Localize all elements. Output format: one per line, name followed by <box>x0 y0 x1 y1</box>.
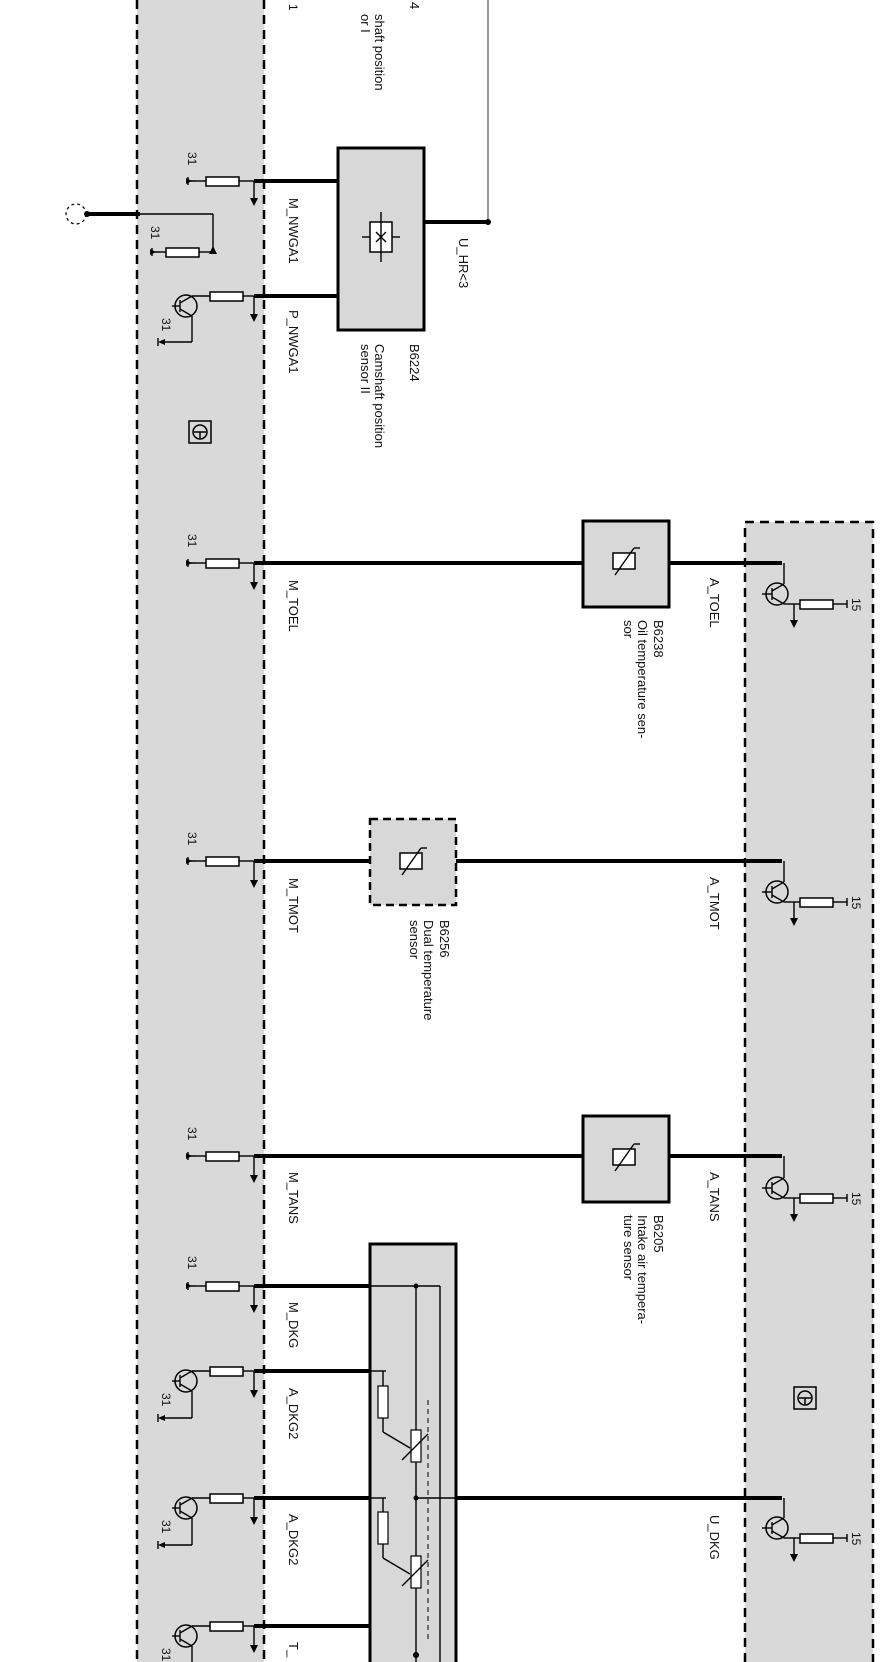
terminal-31-t-partial: 31 <box>159 1648 173 1662</box>
terminal-15-tmot: 15 <box>849 896 863 910</box>
ground-stub-m-nwga1 <box>186 176 258 206</box>
component-desc-b6205-1: Intake air tempera- <box>635 1215 650 1324</box>
terminal-15-u-dkg: 15 <box>849 1532 863 1546</box>
terminal-31-m-dkg: 31 <box>185 1256 199 1270</box>
terminal-15-tans: 15 <box>849 1192 863 1206</box>
signal-label-a-dkg2-second: A_DKG2 <box>286 1514 301 1565</box>
signal-label-a-toel: A_TOEL <box>707 578 722 628</box>
terminal-31-m-toel: 31 <box>185 534 199 548</box>
signal-label-a-dkg2-first: A_DKG2 <box>286 1388 301 1439</box>
component-b6224 <box>336 146 426 332</box>
signal-label-p-nwga1: P_NWGA1 <box>286 310 301 374</box>
component-id-b6256: B6256 <box>437 920 452 958</box>
left-control-unit-zone <box>135 0 266 1662</box>
signal-label-m-toel: M_TOEL <box>286 580 301 632</box>
top-component-desc-1: shaft position <box>372 14 387 91</box>
terminal-31-a-dkg2-second: 31 <box>159 1520 173 1534</box>
component-desc-b6256-2: sensor <box>407 920 422 960</box>
top-component-id: 4 <box>407 2 422 9</box>
terminal-31-m-tans: 31 <box>185 1127 199 1141</box>
component-desc-b6238-2: sor <box>621 620 636 639</box>
transistor-a-tans <box>762 1156 848 1222</box>
signal-label-u-dkg: U_DKG <box>707 1515 722 1560</box>
component-id-b6238: B6238 <box>651 620 666 658</box>
transistor-p-nwga1 <box>157 291 258 346</box>
terminal-15-toel: 15 <box>849 598 863 612</box>
transistor-a-dkg2-second <box>157 1493 258 1549</box>
component-dkg <box>368 1242 458 1662</box>
signal-label-m-dkg: M_DKG <box>286 1302 301 1348</box>
signal-label-t-partial: T_ <box>286 1642 301 1658</box>
component-id-b6205: B6205 <box>651 1215 666 1253</box>
transistor-a-dkg2-first <box>157 1366 258 1422</box>
component-desc-b6256-1: Dual temperature <box>421 920 436 1020</box>
component-b6256 <box>368 817 458 907</box>
component-id-b6224: B6224 <box>407 344 422 382</box>
ecu-symbol-right-icon <box>793 1386 817 1410</box>
signal-label-m-nwga1: M_NWGA1 <box>286 198 301 264</box>
component-desc-b6224-2: sensor II <box>358 344 373 394</box>
terminal-31-a-dkg2-first: 31 <box>159 1393 173 1407</box>
signal-label-m-tmot: M_TMOT <box>286 878 301 933</box>
ecu-symbol-left-icon <box>188 420 212 444</box>
signal-label-u-hr: U_HR<3 <box>456 238 471 288</box>
component-desc-b6238-1: Oil temperature sen- <box>635 620 650 739</box>
signal-label-a-tmot: A_TMOT <box>707 877 722 930</box>
ground-stub-m-dkg <box>186 1281 258 1313</box>
component-desc-b6205-2: ture sensor <box>621 1215 636 1281</box>
terminal-31-external: 31 <box>148 226 162 240</box>
transistor-t-partial <box>172 1621 258 1662</box>
ground-stub-m-toel <box>186 558 258 590</box>
component-desc-b6224-1: Camshaft position <box>372 344 387 448</box>
top-component-desc-2: or I <box>358 14 373 33</box>
transistor-u-dkg <box>762 1498 848 1562</box>
right-control-unit-zone <box>743 520 875 1662</box>
transistor-a-toel <box>762 563 848 628</box>
terminal-31-m-tmot: 31 <box>185 832 199 846</box>
terminal-31-m-nwga1: 31 <box>185 152 199 166</box>
signal-label-a-tans: A_TANS <box>707 1172 722 1222</box>
ground-stub-m-tans <box>186 1151 258 1183</box>
component-b6205 <box>581 1114 671 1204</box>
terminal-label-top: 1 <box>286 4 300 11</box>
terminal-31-p-nwga1: 31 <box>159 318 173 332</box>
external-connector <box>65 203 217 258</box>
ground-stub-m-tmot <box>186 856 258 888</box>
component-b6238 <box>581 519 671 609</box>
signal-label-m-tans: M_TANS <box>286 1172 301 1224</box>
transistor-a-tmot <box>762 861 848 926</box>
